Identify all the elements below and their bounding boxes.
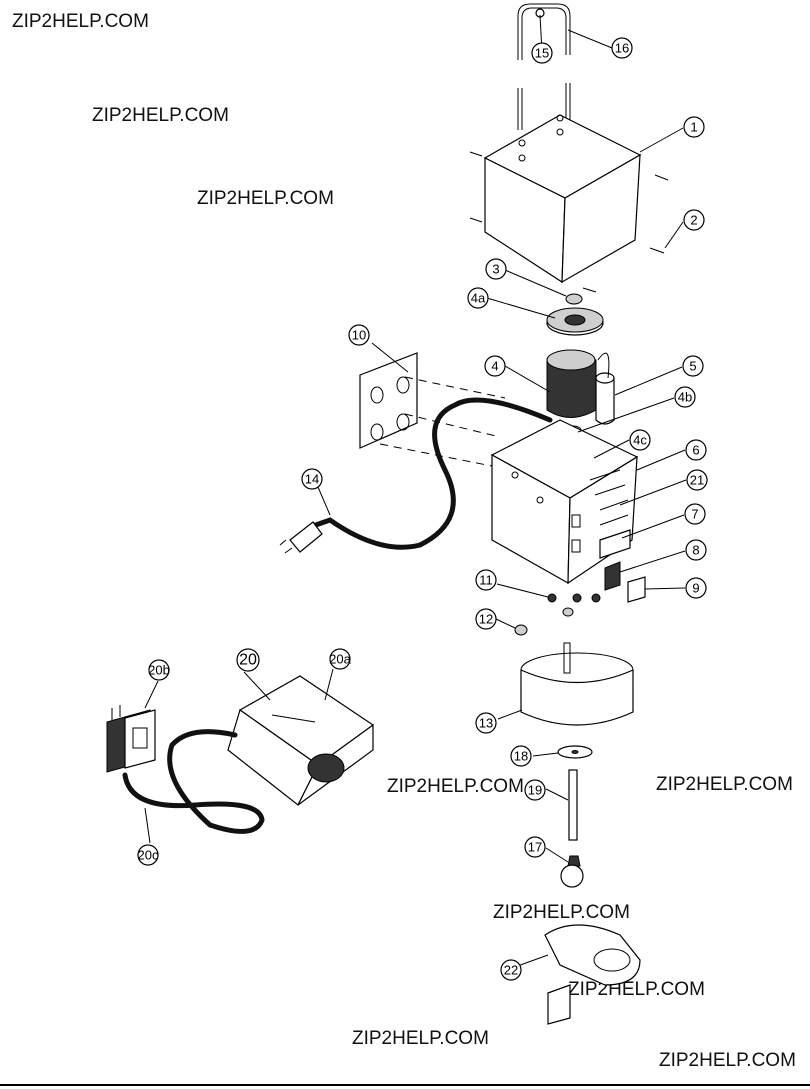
part-shaft-assembly bbox=[557, 745, 593, 888]
callout-label-20a: 20a bbox=[329, 652, 351, 667]
callout-13: 13 bbox=[475, 712, 497, 734]
callout-4c: 4c bbox=[629, 429, 651, 451]
callout-4b: 4b bbox=[674, 386, 696, 408]
callout-3: 3 bbox=[485, 258, 507, 280]
callout-4a: 4a bbox=[467, 287, 489, 309]
callout-label-12: 12 bbox=[479, 612, 493, 627]
callout-label-13: 13 bbox=[479, 716, 493, 731]
callout-5: 5 bbox=[682, 355, 704, 377]
watermark-7: ZIP2HELP.COM bbox=[568, 979, 705, 1000]
part-switch-assembly bbox=[599, 529, 646, 603]
part-cover bbox=[469, 114, 669, 293]
callout-11: 11 bbox=[475, 569, 497, 591]
callout-label-11: 11 bbox=[479, 573, 493, 588]
part-gasket bbox=[359, 352, 506, 467]
callout-label-8: 8 bbox=[692, 543, 699, 558]
callout-label-22: 22 bbox=[504, 963, 518, 978]
watermark-8: ZIP2HELP.COM bbox=[352, 1028, 489, 1049]
callout-2: 2 bbox=[683, 209, 705, 231]
callout-1: 1 bbox=[683, 116, 705, 138]
callout-17: 17 bbox=[524, 836, 546, 858]
callout-label-20: 20 bbox=[239, 652, 257, 669]
watermark-1: ZIP2HELP.COM bbox=[12, 11, 149, 32]
watermark-4: ZIP2HELP.COM bbox=[387, 776, 524, 797]
callout-label-6: 6 bbox=[692, 443, 699, 458]
callouts: 15 16 1 2 3 4a 4 5 4b 4c 6 21 7 8 9 10 1… bbox=[137, 37, 708, 981]
callout-label-19: 19 bbox=[528, 783, 542, 798]
callout-4: 4 bbox=[484, 355, 506, 377]
callout-label-21: 21 bbox=[690, 473, 704, 488]
callout-12: 12 bbox=[475, 608, 497, 630]
callout-label-1: 1 bbox=[690, 120, 697, 135]
callout-label-2: 2 bbox=[690, 213, 697, 228]
callout-label-16: 16 bbox=[615, 41, 629, 56]
watermark-5: ZIP2HELP.COM bbox=[656, 774, 793, 795]
callout-10: 10 bbox=[348, 324, 370, 346]
callout-15: 15 bbox=[531, 42, 553, 64]
callout-label-14: 14 bbox=[305, 472, 319, 487]
part-base-22 bbox=[544, 924, 641, 1025]
callout-20b: 20b bbox=[148, 659, 170, 681]
callout-7: 7 bbox=[684, 503, 706, 525]
callout-20: 20 bbox=[236, 648, 260, 672]
part-band-ring bbox=[520, 642, 634, 726]
callout-label-4: 4 bbox=[491, 359, 498, 374]
watermark-9: ZIP2HELP.COM bbox=[659, 1050, 796, 1071]
callout-19: 19 bbox=[524, 779, 546, 801]
callout-label-20b: 20b bbox=[148, 663, 170, 678]
callout-18: 18 bbox=[510, 745, 532, 767]
leader-lines bbox=[144, 14, 687, 969]
callout-16: 16 bbox=[611, 37, 633, 59]
watermarks: ZIP2HELP.COM ZIP2HELP.COM ZIP2HELP.COM Z… bbox=[12, 11, 796, 1071]
callout-label-7: 7 bbox=[691, 507, 698, 522]
callout-22: 22 bbox=[500, 959, 522, 981]
part-base-housing bbox=[490, 419, 639, 585]
callout-8: 8 bbox=[685, 539, 707, 561]
callout-label-10: 10 bbox=[352, 328, 366, 343]
callout-label-3: 3 bbox=[492, 262, 499, 277]
callout-20c: 20c bbox=[137, 844, 159, 866]
callout-label-4c: 4c bbox=[633, 433, 647, 448]
callout-6: 6 bbox=[685, 439, 707, 461]
callout-label-5: 5 bbox=[689, 359, 696, 374]
callout-21: 21 bbox=[686, 469, 708, 491]
callout-label-20c: 20c bbox=[138, 848, 159, 863]
callout-20a: 20a bbox=[329, 648, 352, 670]
part-pedal-cord bbox=[122, 729, 265, 834]
part-foot-pedal bbox=[227, 675, 375, 806]
part-feet bbox=[514, 593, 601, 636]
callout-label-15: 15 bbox=[535, 46, 549, 61]
callout-14: 14 bbox=[301, 468, 323, 490]
callout-9: 9 bbox=[685, 577, 707, 599]
part-transformer bbox=[106, 705, 156, 773]
callout-label-18: 18 bbox=[514, 749, 528, 764]
watermark-6: ZIP2HELP.COM bbox=[493, 902, 630, 923]
watermark-2: ZIP2HELP.COM bbox=[92, 105, 229, 126]
part-pulley-top bbox=[546, 293, 604, 336]
callout-label-4b: 4b bbox=[678, 390, 692, 405]
callout-label-9: 9 bbox=[692, 581, 699, 596]
callout-label-4a: 4a bbox=[471, 291, 486, 306]
callout-label-17: 17 bbox=[528, 840, 542, 855]
part-power-cord bbox=[279, 397, 553, 554]
watermark-3: ZIP2HELP.COM bbox=[197, 188, 334, 209]
part-handle bbox=[515, 3, 573, 130]
